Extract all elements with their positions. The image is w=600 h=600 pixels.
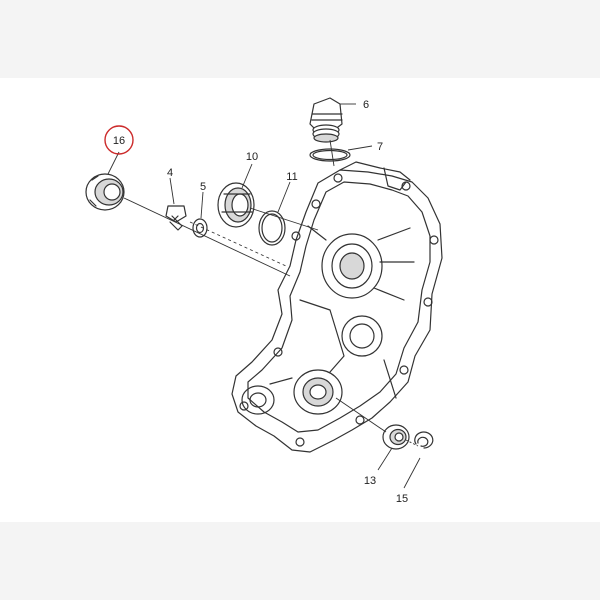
part-11-o-ring[interactable]: [258, 210, 286, 246]
callout-7: 7: [377, 141, 383, 153]
part-10-seal-cap[interactable]: [217, 182, 255, 228]
crankcase-cover[interactable]: [231, 161, 443, 453]
callout-16: 16: [113, 135, 125, 147]
part-4-bolt[interactable]: [165, 205, 187, 231]
assembly-leader-lines: [123, 139, 419, 447]
callout-16-highlight-ring: [104, 125, 134, 155]
part-6-filler-cap[interactable]: [309, 97, 343, 143]
bottom-margin-band: [0, 522, 600, 600]
callout-4: 4: [167, 167, 173, 179]
part-15-circlip[interactable]: [414, 431, 434, 449]
part-13-bearing[interactable]: [382, 424, 410, 450]
part-16-oil-seal[interactable]: [85, 173, 125, 211]
callout-6: 6: [363, 99, 369, 111]
part-7-o-ring[interactable]: [309, 148, 351, 162]
callout-leaders: [107, 103, 421, 489]
callout-10: 10: [246, 151, 258, 163]
top-margin-band: [0, 0, 600, 78]
callout-15: 15: [396, 493, 408, 505]
part-5-washer[interactable]: [192, 218, 208, 238]
callout-11: 11: [286, 171, 297, 183]
callout-13: 13: [364, 475, 376, 487]
callout-5: 5: [200, 181, 206, 193]
